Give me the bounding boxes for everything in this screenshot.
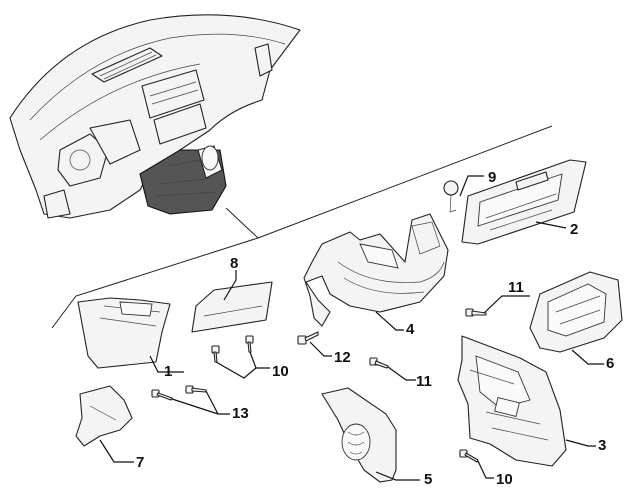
screw-10-right — [245, 335, 254, 353]
callout-10-left: 10 — [272, 363, 289, 380]
callout-11-lower: 11 — [416, 373, 432, 390]
part-1-left-lower-trim — [77, 297, 171, 369]
callout-5: 5 — [424, 471, 432, 488]
callout-labels: 9 2 8 11 4 6 12 1 10 11 13 3 7 5 10 — [136, 169, 614, 488]
callout-3: 3 — [598, 437, 606, 454]
callout-10-bottom: 10 — [496, 471, 513, 488]
part-9-clip — [443, 180, 459, 213]
leader-lines — [99, 175, 604, 481]
screw-13-lower — [151, 389, 173, 401]
part-6-right-side-panel — [529, 271, 623, 353]
callout-1: 1 — [164, 363, 172, 380]
screw-11-upper — [465, 308, 487, 317]
part-5-lower-console-panel — [321, 387, 397, 483]
callout-4: 4 — [406, 321, 415, 338]
part-2-glovebox — [461, 159, 587, 245]
callout-6: 6 — [606, 355, 614, 372]
exploded-view-frame — [51, 125, 553, 329]
screw-12 — [297, 331, 319, 345]
part-8-trim-strip — [191, 281, 273, 333]
part-3-right-lower-bracket — [457, 335, 567, 467]
callout-12: 12 — [334, 349, 351, 366]
callout-8: 8 — [230, 255, 238, 272]
callout-9: 9 — [488, 169, 496, 186]
part-4-console-surround — [303, 213, 449, 327]
screw-11-lower — [369, 357, 389, 369]
callout-7: 7 — [136, 454, 144, 471]
callout-13: 13 — [232, 405, 249, 422]
dashboard-overview — [9, 14, 301, 219]
screw-10-bottom — [459, 449, 479, 463]
screws — [151, 308, 487, 463]
part-7-small-cover — [75, 385, 133, 447]
callout-11-upper: 11 — [508, 279, 524, 296]
screw-13-upper — [185, 385, 207, 394]
callout-2: 2 — [570, 221, 578, 238]
screw-10-left — [211, 345, 220, 363]
